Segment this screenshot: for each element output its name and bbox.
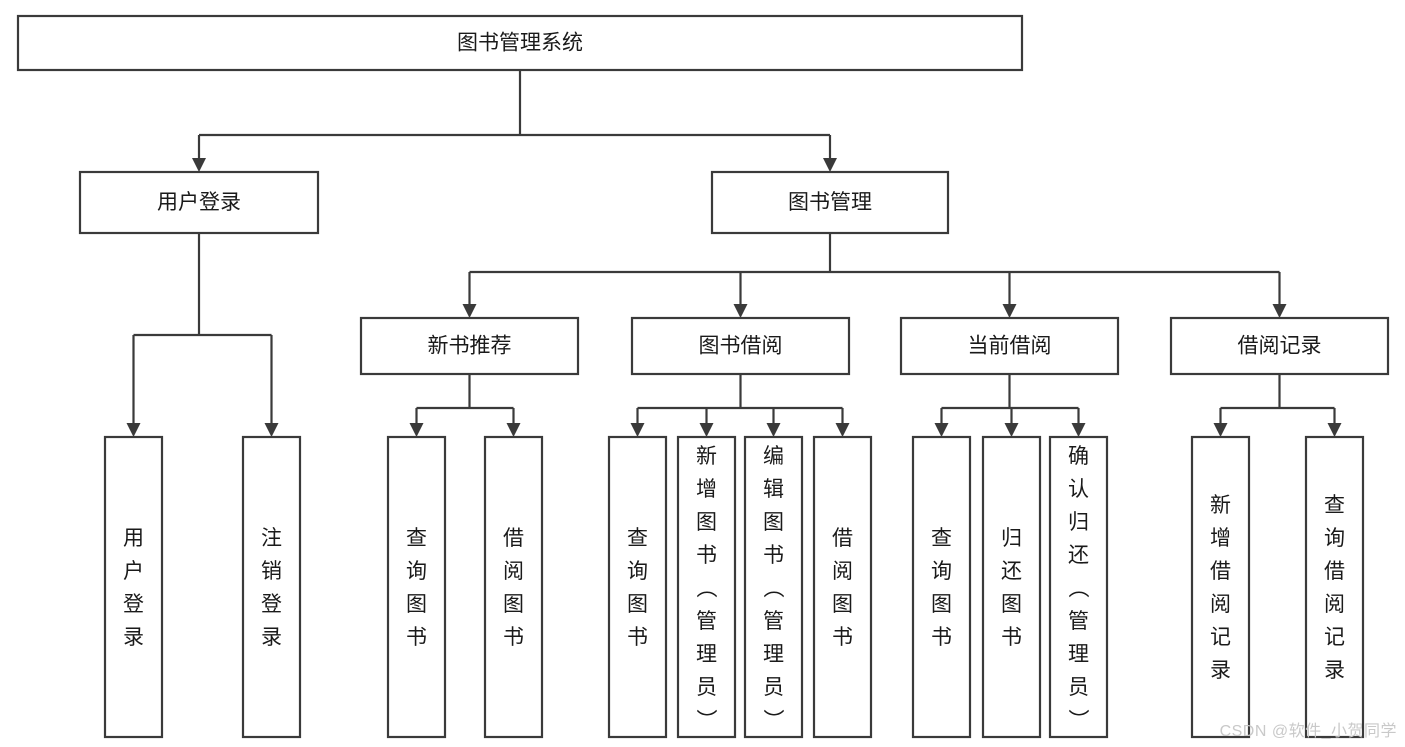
leaf-label: 归还图书 bbox=[1001, 527, 1022, 649]
level2-node-1[interactable]: 图书管理 bbox=[710, 170, 950, 235]
leaf-node-9[interactable]: 归还图书 bbox=[981, 435, 1042, 739]
arrow-head-icon bbox=[733, 304, 748, 318]
arrow-head-icon bbox=[1071, 423, 1086, 437]
leaf-label: 借阅图书 bbox=[503, 527, 524, 649]
arrow-head-icon bbox=[506, 423, 521, 437]
leaf-node-2[interactable]: 查询图书 bbox=[386, 435, 447, 739]
leaf-node-10[interactable]: 确认归还（管理员） bbox=[1048, 435, 1109, 739]
leaf-node-5[interactable]: 新增图书（管理员） bbox=[676, 435, 737, 739]
arrow-head-icon bbox=[1272, 304, 1287, 318]
leaf-label: 注销登录 bbox=[261, 527, 282, 649]
arrow-head-icon bbox=[823, 158, 837, 172]
leaf-label: 用户登录 bbox=[123, 527, 144, 649]
leaf-node-12[interactable]: 查询借阅记录 bbox=[1304, 435, 1365, 739]
arrow-head-icon bbox=[409, 423, 424, 437]
node-label: 图书管理 bbox=[788, 191, 872, 214]
leaf-label: 新增图书（管理员） bbox=[696, 445, 718, 732]
arrow-head-icon bbox=[699, 423, 714, 437]
arrow-head-icon bbox=[766, 423, 781, 437]
node-label: 新书推荐 bbox=[428, 335, 512, 358]
leaf-node-7[interactable]: 借阅图书 bbox=[812, 435, 873, 739]
leaf-node-8[interactable]: 查询图书 bbox=[911, 435, 972, 739]
level3-node-3[interactable]: 借阅记录 bbox=[1169, 316, 1390, 376]
leaf-node-0[interactable]: 用户登录 bbox=[103, 435, 164, 739]
level3-node-0[interactable]: 新书推荐 bbox=[359, 316, 580, 376]
node-label: 用户登录 bbox=[157, 191, 241, 214]
leaf-label: 查询借阅记录 bbox=[1324, 494, 1345, 682]
arrow-head-icon bbox=[934, 423, 949, 437]
leaf-node-6[interactable]: 编辑图书（管理员） bbox=[743, 435, 804, 739]
arrow-head-icon bbox=[835, 423, 850, 437]
leaf-node-3[interactable]: 借阅图书 bbox=[483, 435, 544, 739]
leaf-node-1[interactable]: 注销登录 bbox=[241, 435, 302, 739]
arrow-head-icon bbox=[1213, 423, 1228, 437]
arrow-head-icon bbox=[462, 304, 477, 318]
leaf-label: 编辑图书（管理员） bbox=[763, 445, 785, 732]
arrow-head-icon bbox=[630, 423, 645, 437]
arrow-head-icon bbox=[264, 423, 279, 437]
arrow-head-icon bbox=[1004, 423, 1019, 437]
arrow-head-icon bbox=[1002, 304, 1017, 318]
arrow-head-icon bbox=[192, 158, 206, 172]
arrow-head-icon bbox=[126, 423, 141, 437]
leaf-label: 查询图书 bbox=[406, 527, 427, 649]
level3-node-2[interactable]: 当前借阅 bbox=[899, 316, 1120, 376]
connector-layer bbox=[126, 70, 1342, 437]
watermark-text: CSDN @软件_小贺同学 bbox=[1219, 723, 1397, 740]
level3-node-1[interactable]: 图书借阅 bbox=[630, 316, 851, 376]
leaf-label: 确认归还（管理员） bbox=[1068, 445, 1090, 732]
node-label: 图书借阅 bbox=[699, 335, 783, 358]
leaf-label: 查询图书 bbox=[627, 527, 648, 649]
leaf-label: 新增借阅记录 bbox=[1210, 494, 1231, 682]
arrow-head-icon bbox=[1327, 423, 1342, 437]
root-node-图书管理系统[interactable]: 图书管理系统 bbox=[16, 14, 1024, 72]
leaf-label: 借阅图书 bbox=[832, 527, 853, 649]
leaf-node-11[interactable]: 新增借阅记录 bbox=[1190, 435, 1251, 739]
level2-node-0[interactable]: 用户登录 bbox=[78, 170, 320, 235]
leaf-label: 查询图书 bbox=[931, 527, 952, 649]
node-label: 图书管理系统 bbox=[457, 32, 583, 55]
node-layer: 图书管理系统用户登录图书管理新书推荐图书借阅当前借阅借阅记录用户登录注销登录查询… bbox=[16, 14, 1390, 739]
node-label: 借阅记录 bbox=[1238, 335, 1322, 358]
leaf-node-4[interactable]: 查询图书 bbox=[607, 435, 668, 739]
node-label: 当前借阅 bbox=[968, 335, 1052, 358]
